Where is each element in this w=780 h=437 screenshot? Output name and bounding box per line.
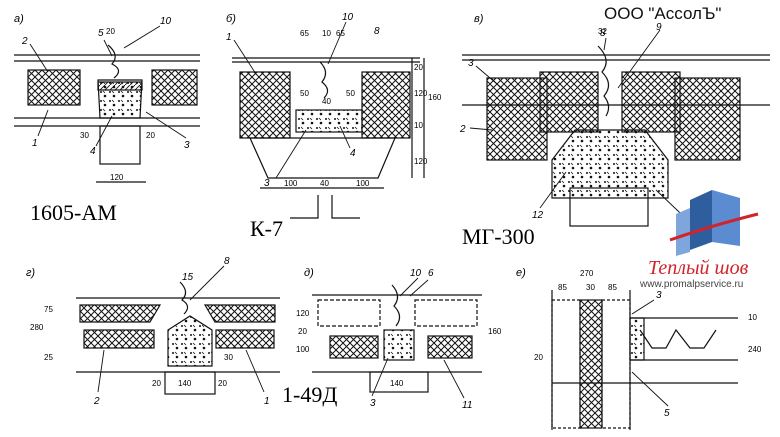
callout-v-2: 2 bbox=[459, 124, 466, 135]
company-name: ООО "АссолЪ" bbox=[604, 4, 722, 23]
dim-g-20a: 20 bbox=[152, 379, 161, 388]
company-logo bbox=[669, 190, 759, 256]
callout-g-1: 1 bbox=[264, 396, 270, 407]
dim-e-85b: 85 bbox=[608, 283, 617, 292]
callout-g-15: 15 bbox=[182, 272, 194, 283]
callout-e-3: 3 bbox=[656, 290, 662, 301]
dim-e-270: 270 bbox=[580, 269, 594, 278]
callout-a-3: 3 bbox=[184, 140, 190, 151]
callout-a-5: 5 bbox=[98, 28, 104, 39]
dim-g-280: 280 bbox=[30, 323, 44, 332]
dim-b-160: 160 bbox=[428, 93, 442, 102]
dim-d-140: 140 bbox=[390, 379, 404, 388]
dim-b-50b: 50 bbox=[346, 89, 355, 98]
callout-a-10: 10 bbox=[160, 16, 172, 27]
callout-a-2: 2 bbox=[21, 36, 28, 47]
dim-b-20: 20 bbox=[414, 63, 423, 72]
dim-e-240: 240 bbox=[748, 345, 762, 354]
dim-g-75: 75 bbox=[44, 305, 53, 314]
callout-b-8: 8 bbox=[374, 26, 380, 37]
panel-g-drawing bbox=[76, 281, 280, 395]
dim-b-65b: 65 bbox=[336, 29, 345, 38]
brand-name: Теплый шов bbox=[648, 257, 749, 279]
panel-b-letter: б) bbox=[226, 13, 236, 25]
callout-g-2: 2 bbox=[93, 396, 100, 407]
dim-d-160: 160 bbox=[488, 327, 502, 336]
panel-a-drawing bbox=[14, 44, 200, 183]
panel-v-drawing bbox=[462, 45, 770, 227]
panel-v-letter: в) bbox=[474, 13, 484, 25]
dim-b-10: 10 bbox=[322, 29, 331, 38]
callout-g-8: 8 bbox=[224, 256, 230, 267]
dim-a-30: 30 bbox=[80, 131, 89, 140]
callout-a-1: 1 bbox=[32, 138, 38, 149]
series-caption-1605am: 1605-АМ bbox=[30, 200, 117, 225]
callout-d-10: 10 bbox=[410, 268, 422, 279]
callout-b-3: 3 bbox=[264, 178, 270, 189]
callout-v-8: 8 bbox=[600, 28, 606, 39]
dim-e-30: 30 bbox=[586, 283, 595, 292]
dim-g-20b: 20 bbox=[218, 379, 227, 388]
callout-e-5: 5 bbox=[664, 408, 670, 419]
dim-e-10: 10 bbox=[748, 313, 757, 322]
callout-v-3: 3 bbox=[468, 58, 474, 69]
dim-b-120a: 120 bbox=[414, 89, 428, 98]
dim-a-120: 120 bbox=[110, 173, 124, 182]
series-caption-149d: 1-49Д bbox=[282, 382, 338, 407]
dim-d-20: 20 bbox=[298, 327, 307, 336]
dim-d-120: 120 bbox=[296, 309, 310, 318]
dim-v-32: 32 bbox=[598, 27, 607, 36]
panel-g-letter: г) bbox=[26, 267, 35, 279]
panel-e-letter: е) bbox=[516, 267, 526, 279]
dim-b-120b: 120 bbox=[414, 157, 428, 166]
dim-g-140: 140 bbox=[178, 379, 192, 388]
panel-d-drawing bbox=[312, 284, 482, 393]
panel-d-letter: д) bbox=[304, 267, 314, 279]
callout-a-4: 4 bbox=[90, 146, 96, 157]
dim-g-30: 30 bbox=[224, 353, 233, 362]
callout-v-9: 9 bbox=[656, 22, 662, 33]
dim-b-100b: 100 bbox=[356, 179, 370, 188]
dim-b-40a: 40 bbox=[322, 97, 331, 106]
dim-e-20: 20 bbox=[534, 353, 543, 362]
dim-b-40b: 40 bbox=[320, 179, 329, 188]
panel-a-letter: а) bbox=[14, 13, 24, 25]
callout-v-12: 12 bbox=[532, 210, 544, 221]
dim-d-100: 100 bbox=[296, 345, 310, 354]
callout-b-1: 1 bbox=[226, 32, 232, 43]
callout-b-10: 10 bbox=[342, 12, 354, 23]
dim-a-20b: 20 bbox=[146, 131, 155, 140]
dim-b-10b: 10 bbox=[414, 121, 423, 130]
dim-e-85a: 85 bbox=[558, 283, 567, 292]
dim-b-100a: 100 bbox=[284, 179, 298, 188]
series-caption-mg300: МГ-300 bbox=[462, 224, 535, 249]
callout-d-11: 11 bbox=[462, 400, 472, 411]
callout-d-6: 6 bbox=[428, 268, 434, 279]
callout-d-3: 3 bbox=[370, 398, 376, 409]
dim-b-65a: 65 bbox=[300, 29, 309, 38]
dim-b-50a: 50 bbox=[300, 89, 309, 98]
callout-b-4: 4 bbox=[350, 148, 356, 159]
panel-b-drawing bbox=[232, 57, 425, 219]
website-url: www.promalpservice.ru bbox=[640, 279, 744, 290]
series-caption-k7: К-7 bbox=[250, 216, 283, 241]
panel-e-drawing bbox=[551, 290, 738, 430]
dim-g-25: 25 bbox=[44, 353, 53, 362]
dim-a-20: 20 bbox=[106, 27, 115, 36]
